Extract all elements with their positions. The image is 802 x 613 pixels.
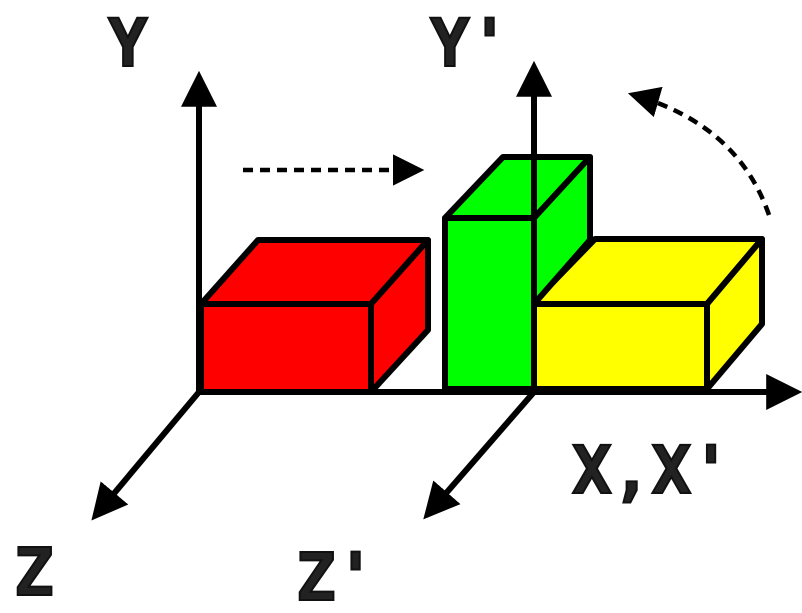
green-box-front: [442, 215, 537, 392]
z-prime-axis: [423, 390, 537, 520]
yellow-box-front: [529, 301, 710, 392]
x-x-prime-axis-label: X,X': [572, 432, 731, 509]
red-box: [198, 237, 431, 395]
z-prime-axis-label: Z': [296, 539, 375, 613]
y-prime-axis-label: Y': [430, 5, 509, 82]
y-axis-label: Y: [108, 5, 148, 82]
rotation-arrow: [627, 86, 772, 216]
green-box: [442, 154, 593, 392]
z-axis: [91, 390, 202, 521]
red-box-front: [198, 301, 374, 395]
z-axis-label: Z: [14, 534, 54, 611]
